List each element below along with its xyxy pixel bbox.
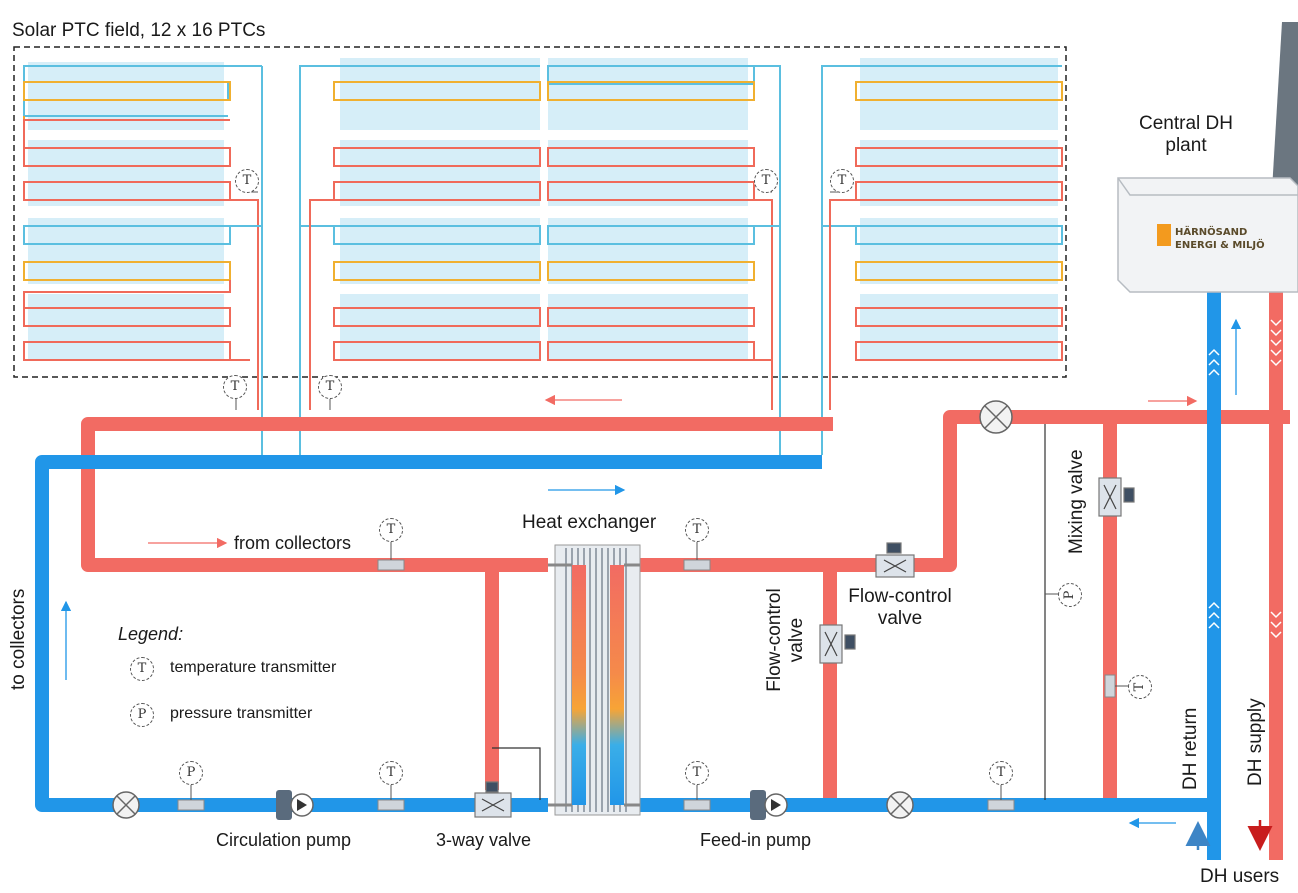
central-plant-text: Central DH plant	[1139, 113, 1233, 156]
logo-line-1: HÄRNÖSAND	[1175, 227, 1248, 238]
temperature-transmitter-icon: T	[989, 761, 1013, 785]
thin-lines	[492, 424, 1046, 800]
temperature-transmitter-icon: T	[379, 761, 403, 785]
legend-temperature-text: temperature transmitter	[170, 659, 337, 676]
pipe-chevrons	[1208, 319, 1282, 639]
legend-pressure-text: pressure transmitter	[170, 705, 313, 722]
logo-line-2: ENERGI & MILJÖ	[1175, 240, 1265, 251]
legend-pressure-icon: P	[130, 703, 154, 727]
temperature-transmitter-icon: T	[223, 375, 247, 399]
to-collectors-label: to collectors	[8, 588, 29, 690]
dh-return-label: DH return	[1180, 707, 1201, 790]
sensor-stems	[190, 191, 1130, 800]
dh-supply-label: DH supply	[1245, 698, 1266, 786]
collector-panels	[28, 58, 1058, 360]
temperature-transmitter-icon: T	[379, 518, 403, 542]
solar-field-boundary	[13, 46, 1067, 378]
central-plant-building	[1117, 22, 1298, 293]
three-way-valve-label: 3-way valve	[436, 830, 532, 850]
collector-loops	[23, 65, 1063, 455]
heat-exchanger	[548, 544, 641, 816]
plant-logo: HÄRNÖSAND ENERGI & MILJÖ	[1175, 226, 1298, 262]
temperature-transmitter-icon: T	[318, 375, 342, 399]
from-collectors-label: from collectors	[234, 533, 352, 553]
temperature-transmitter-icon: T	[754, 169, 778, 193]
feed-in-pump-label: Feed-in pump	[700, 830, 812, 850]
sensor-bodies	[177, 559, 1116, 811]
legend-temperature-icon: T	[130, 657, 154, 681]
flow-arrows	[60, 318, 1273, 851]
mixing-valve-label: Mixing valve	[1066, 449, 1087, 554]
hot-pipes	[81, 290, 1290, 860]
temperature-transmitter-icon: T	[685, 761, 709, 785]
heat-exchanger-label: Heat exchanger	[522, 512, 657, 533]
dh-users-label: DH users	[1200, 866, 1280, 887]
temperature-transmitter-icon: T	[1128, 675, 1152, 699]
temperature-transmitter-icon: T	[685, 518, 709, 542]
temperature-transmitter-icon: T	[830, 169, 854, 193]
flow-control-valve-label-horizontal: Flow-control valve	[845, 586, 955, 630]
isolation-valves	[112, 400, 1013, 819]
temperature-transmitter-icon: T	[235, 169, 259, 193]
pressure-transmitter-icon: P	[179, 761, 203, 785]
central-plant-label: Central DH plant	[1126, 113, 1246, 157]
pumps	[276, 790, 788, 820]
flow-control-valve-vertical-text: Flow-control valve	[764, 588, 807, 692]
flow-control-valve-label-vertical: Flow-control valve	[764, 585, 808, 695]
legend-title: Legend:	[118, 624, 184, 644]
flow-control-valve-text: Flow-control valve	[848, 586, 952, 629]
circulation-pump-label: Circulation pump	[216, 830, 352, 850]
solar-field-title: Solar PTC field, 12 x 16 PTCs	[12, 20, 266, 41]
pressure-transmitter-icon: P	[1058, 583, 1082, 607]
control-valves	[474, 477, 1135, 818]
